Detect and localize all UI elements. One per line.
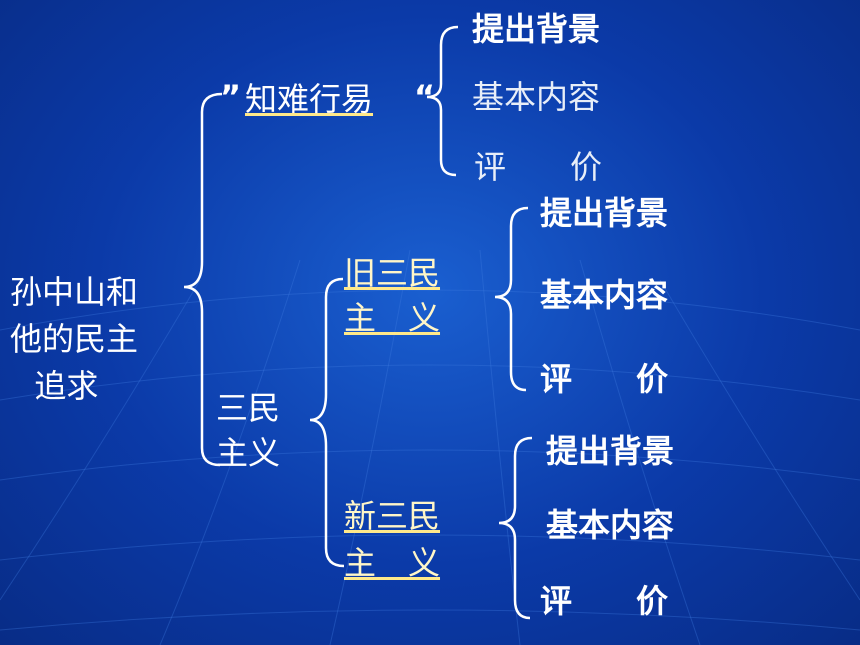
root-line-2: 他的民主: [10, 320, 139, 358]
zhinan-quote-close: “: [414, 78, 436, 116]
root-line-3: 追求: [14, 367, 99, 405]
new-item-content: 基本内容: [546, 506, 675, 544]
zhinan-item-content: 基本内容: [472, 78, 601, 116]
sanmin-line-2: 主义: [216, 434, 281, 472]
old-item-content: 基本内容: [540, 276, 669, 314]
new-sanmin-line-2[interactable]: 主 义: [344, 544, 441, 582]
old-item-evaluation: 评 价: [540, 360, 669, 398]
old-item-background: 提出背景: [540, 194, 669, 232]
new-item-evaluation: 评 价: [540, 582, 669, 620]
zhinan-item-evaluation: 评 价: [474, 148, 603, 186]
root-line-1: 孙中山和: [10, 273, 139, 311]
new-sanmin-line-1[interactable]: 新三民: [344, 497, 441, 535]
old-sanmin-line-1[interactable]: 旧三民: [344, 254, 441, 292]
zhinan-title[interactable]: 知难行易: [245, 80, 374, 118]
zhinan-item-background: 提出背景: [472, 10, 601, 48]
zhinan-quote-open: ”: [220, 78, 242, 116]
new-item-background: 提出背景: [546, 432, 675, 470]
old-sanmin-line-2[interactable]: 主 义: [344, 299, 441, 337]
sanmin-line-1: 三民: [216, 389, 281, 427]
